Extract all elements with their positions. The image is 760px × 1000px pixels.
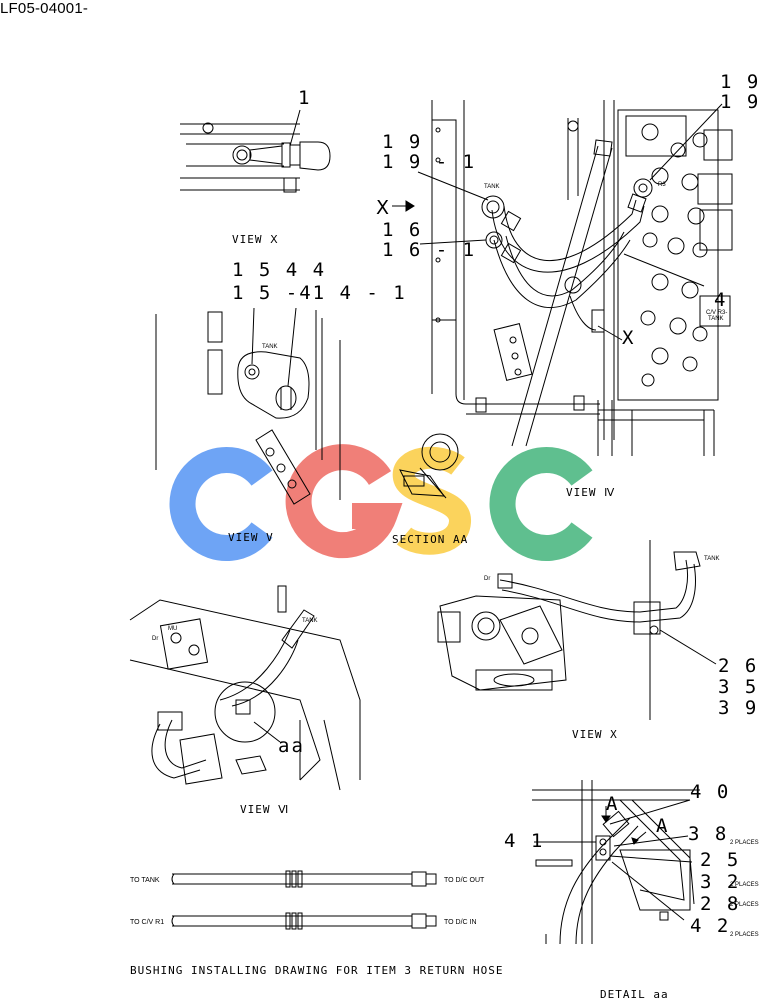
callout-32: 3 2 (700, 871, 740, 893)
view-iv-drawing (392, 100, 733, 456)
callout-42-places: 2 PLACES (730, 932, 759, 938)
detail-aa-label: DETAIL aa (600, 988, 669, 1000)
return-hose-drawing (171, 870, 437, 930)
view-ix-drawing (180, 109, 331, 193)
callout-25: 2 5 (700, 849, 740, 871)
callout-16-1: 1 6 - 1 (382, 239, 476, 261)
callout-32-places: 2 PLACES (730, 882, 759, 888)
view-v-drawing (155, 307, 341, 505)
callout-35: 3 5 (718, 676, 758, 698)
view-x-tank-label: TANK (704, 556, 720, 562)
view-ix-label: VIEW Ⅹ (232, 233, 279, 246)
callout-40: 4 0 (690, 781, 730, 803)
watermark (169, 444, 593, 561)
hose-to-cv-r1-label: TO C/V R1 (130, 919, 164, 926)
hose-to-tank-label: TO TANK (130, 877, 160, 884)
view-x-dr-label: Dr (484, 576, 490, 582)
view-iv-r3-label: R3 (658, 182, 666, 188)
callout-19-1: 1 9 - 1 (382, 151, 476, 173)
callout-41: 4 1 (504, 830, 544, 852)
callout-a-2: A (656, 815, 669, 837)
section-aa-label: SECTION AA (392, 533, 468, 546)
callout-16: 1 6 (382, 219, 422, 241)
callout-28: 2 8 (700, 893, 740, 915)
callout-26: 2 6 (718, 655, 758, 677)
callout-15-41-14-1: 1 5 -41 4 - 1 (232, 282, 407, 304)
section-aa-drawing (399, 433, 459, 499)
callout-15-44: 1 5 4 4 (232, 259, 326, 281)
callout-a-1: A (606, 793, 619, 815)
view-vi-tank-label: TANK (302, 618, 318, 624)
view-v-label: VIEW V (228, 531, 274, 544)
watermark-letter-s (392, 446, 471, 555)
callout-19-top-a: 1 9 (720, 71, 760, 93)
callout-38-places: 2 PLACES (730, 840, 759, 846)
callout-19-left: 1 9 (382, 131, 422, 153)
view-vi-drawing (129, 585, 361, 791)
view-v-tank-label: TANK (262, 344, 278, 350)
bushing-caption: BUSHING INSTALLING DRAWING FOR ITEM 3 RE… (130, 964, 504, 977)
callout-28-places: 2 PLACES (730, 902, 759, 908)
view-iv-label: VIEW Ⅳ (566, 486, 615, 499)
view-iv-cv-r3-label: C/V R3- (706, 310, 727, 316)
callout-42: 4 2 (690, 915, 730, 937)
callout-38: 3 8 (688, 823, 728, 845)
detail-aa-drawing (532, 780, 700, 945)
callout-4: 4 (714, 289, 727, 311)
view-iv-tank2-label: TANK (708, 316, 724, 322)
callout-39: 3 9 (718, 697, 758, 719)
view-iv-tank-label: TANK (484, 184, 500, 190)
watermark-letter-c1 (169, 447, 273, 561)
callout-aa: aa (278, 735, 305, 757)
hose-to-dc-in-label: TO D/C IN (444, 919, 477, 926)
view-vi-mu-label: MU (168, 626, 177, 632)
view-x-label: VIEW X (572, 728, 618, 741)
callout-19-top-b: 1 9 (720, 91, 760, 113)
callout-x: X (622, 327, 635, 349)
callout-ix-arrow: Ⅹ (376, 197, 391, 219)
callout-1: 1 (298, 87, 311, 109)
watermark-letter-g (285, 444, 403, 559)
drawing-code: LF05-04001- (0, 0, 89, 17)
view-x-drawing (437, 540, 717, 720)
view-vi-label: VIEW Ⅵ (240, 803, 289, 816)
hose-to-dc-out-label: TO D/C OUT (444, 877, 485, 884)
view-vi-dr-label: Dr (152, 636, 158, 642)
watermark-letter-c2 (489, 447, 593, 561)
